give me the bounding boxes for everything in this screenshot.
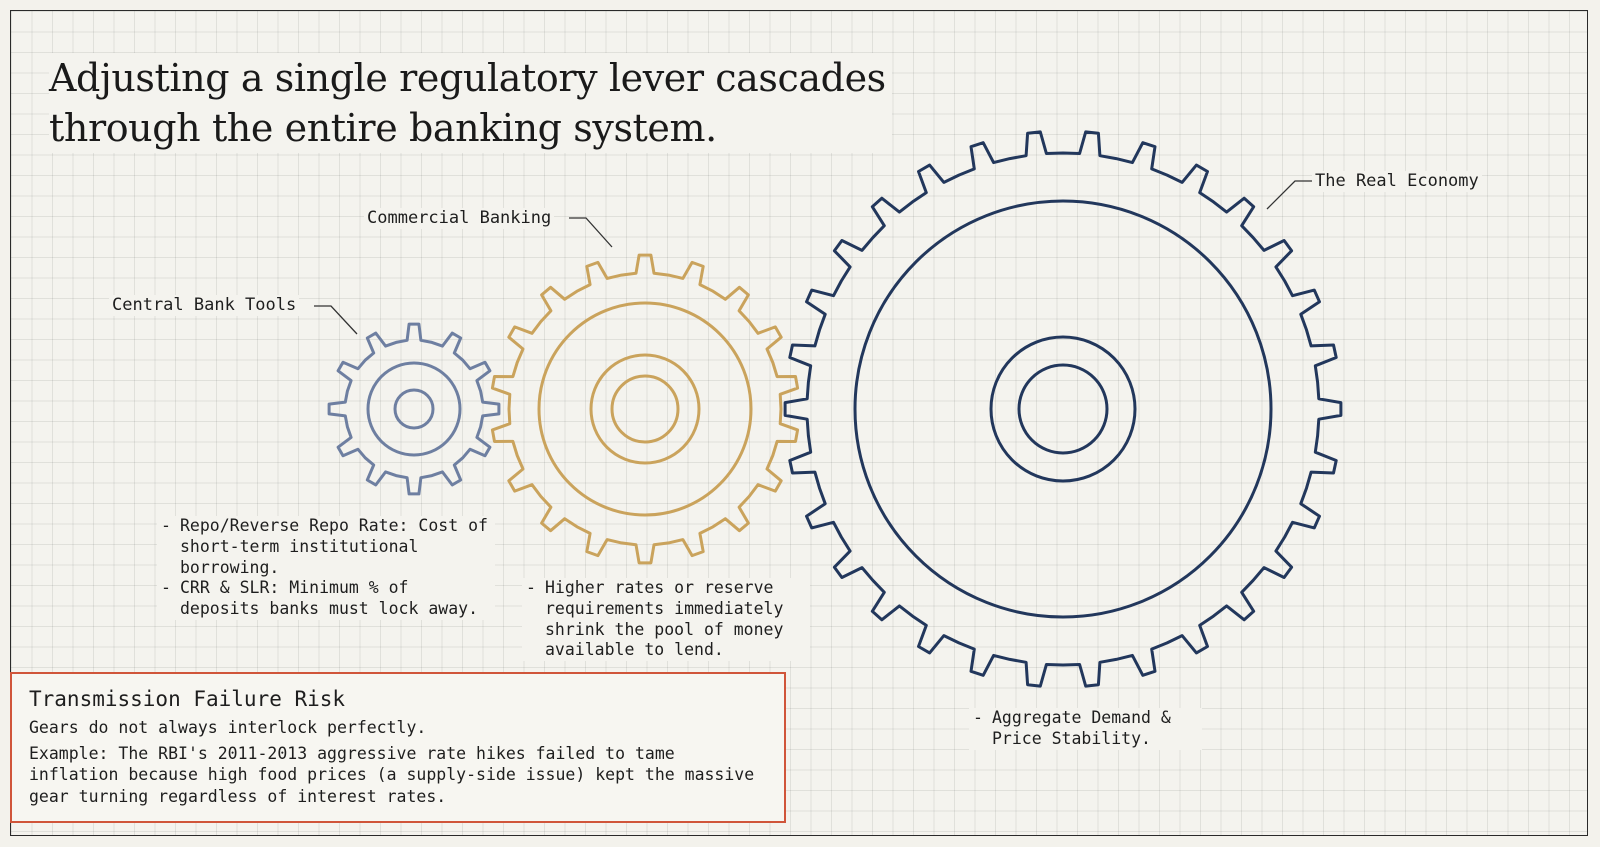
commercial-banking-gear-rim — [537, 301, 753, 517]
gear-train — [314, 130, 1343, 688]
central-bank-note-crr: CRR & SLR: Minimum % of deposits banks m… — [161, 578, 491, 620]
real-economy-notes: Aggregate Demand & Price Stability. — [969, 708, 1202, 750]
title-line-2: through the entire banking system. — [49, 106, 717, 150]
risk-box-line-2: Example: The RBI's 2011-2013 aggressive … — [29, 743, 755, 806]
page-title: Adjusting a single regulatory lever casc… — [49, 53, 892, 153]
central-bank-gear — [327, 322, 501, 496]
risk-box-title: Transmission Failure Risk — [29, 687, 346, 711]
real-economy-note: Aggregate Demand & Price Stability. — [973, 708, 1198, 750]
real-economy-leader-line — [1266, 180, 1313, 210]
real-economy-gear-hub-outer — [989, 335, 1137, 483]
transmission-risk-box: Transmission Failure Risk Gears do not a… — [10, 672, 786, 823]
commercial-banking-gear-outline — [490, 253, 800, 565]
central-bank-gear-hub — [393, 388, 435, 430]
real-economy-gear-outline — [783, 130, 1343, 688]
risk-box-line-1: Gears do not always interlock perfectly. — [29, 718, 427, 737]
central-bank-gear-rim — [366, 361, 462, 457]
real-economy-gear-hub-inner — [1017, 363, 1109, 455]
central-bank-gear-outline — [327, 322, 501, 496]
diagram-canvas: Adjusting a single regulatory lever casc… — [10, 10, 1588, 836]
commercial-banking-notes: Higher rates or reserve requirements imm… — [522, 578, 810, 662]
real-economy-label: The Real Economy — [1312, 171, 1482, 192]
commercial-banking-label: Commercial Banking — [364, 208, 555, 229]
commercial-banking-leader-line — [569, 217, 613, 248]
commercial-banking-gear-hub-outer — [589, 353, 701, 465]
title-line-1: Adjusting a single regulatory lever casc… — [49, 56, 886, 100]
real-economy-gear-rim — [853, 199, 1273, 619]
central-bank-leader-line — [314, 305, 358, 335]
commercial-banking-gear-hub-inner — [610, 374, 680, 444]
central-bank-note-repo: Repo/Reverse Repo Rate: Cost of short-te… — [161, 516, 491, 578]
central-bank-label: Central Bank Tools — [109, 295, 300, 316]
commercial-banking-gear — [490, 253, 800, 565]
real-economy-gear — [783, 130, 1343, 688]
commercial-banking-note: Higher rates or reserve requirements imm… — [526, 578, 806, 661]
central-bank-notes: Repo/Reverse Repo Rate: Cost of short-te… — [157, 516, 495, 620]
